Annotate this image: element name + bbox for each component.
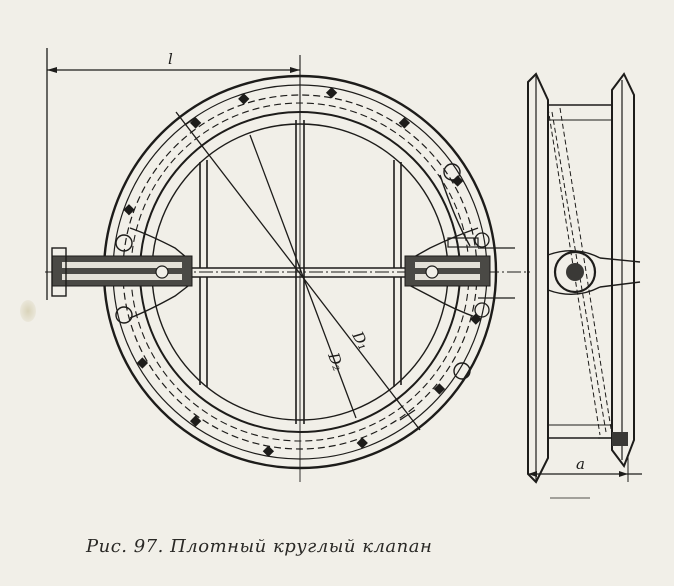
flange-bolt [189, 415, 202, 427]
valve-drawing: l D₁ D₂ [45, 48, 642, 499]
bolt-head [115, 234, 133, 252]
valve-side-view [527, 72, 642, 499]
width-label: a [576, 455, 585, 473]
side-hub [553, 250, 597, 294]
inner-diameter-label: D₂ [324, 349, 347, 373]
flange-bolt [136, 357, 149, 369]
valve-front-view: l D₁ D₂ [45, 48, 530, 482]
length-dimension [46, 48, 301, 300]
paper-smudge [20, 300, 36, 322]
bolt-head [115, 306, 133, 324]
diameter-lines [175, 111, 421, 431]
flange-bolt [123, 204, 135, 216]
outer-diameter-label: D₁ [348, 328, 373, 353]
flange-bolt [356, 437, 368, 449]
flange-bolt [433, 383, 446, 395]
bolt-head [443, 163, 461, 181]
flange-bolt [451, 175, 464, 187]
bolt-head [453, 362, 471, 380]
right-shaft-housing [404, 174, 515, 319]
left-shaft-housing [51, 227, 193, 319]
figure-caption: Рис. 97. Плотный круглый клапан [86, 536, 433, 557]
flange-bolt [262, 445, 275, 457]
length-label: l [168, 50, 173, 68]
